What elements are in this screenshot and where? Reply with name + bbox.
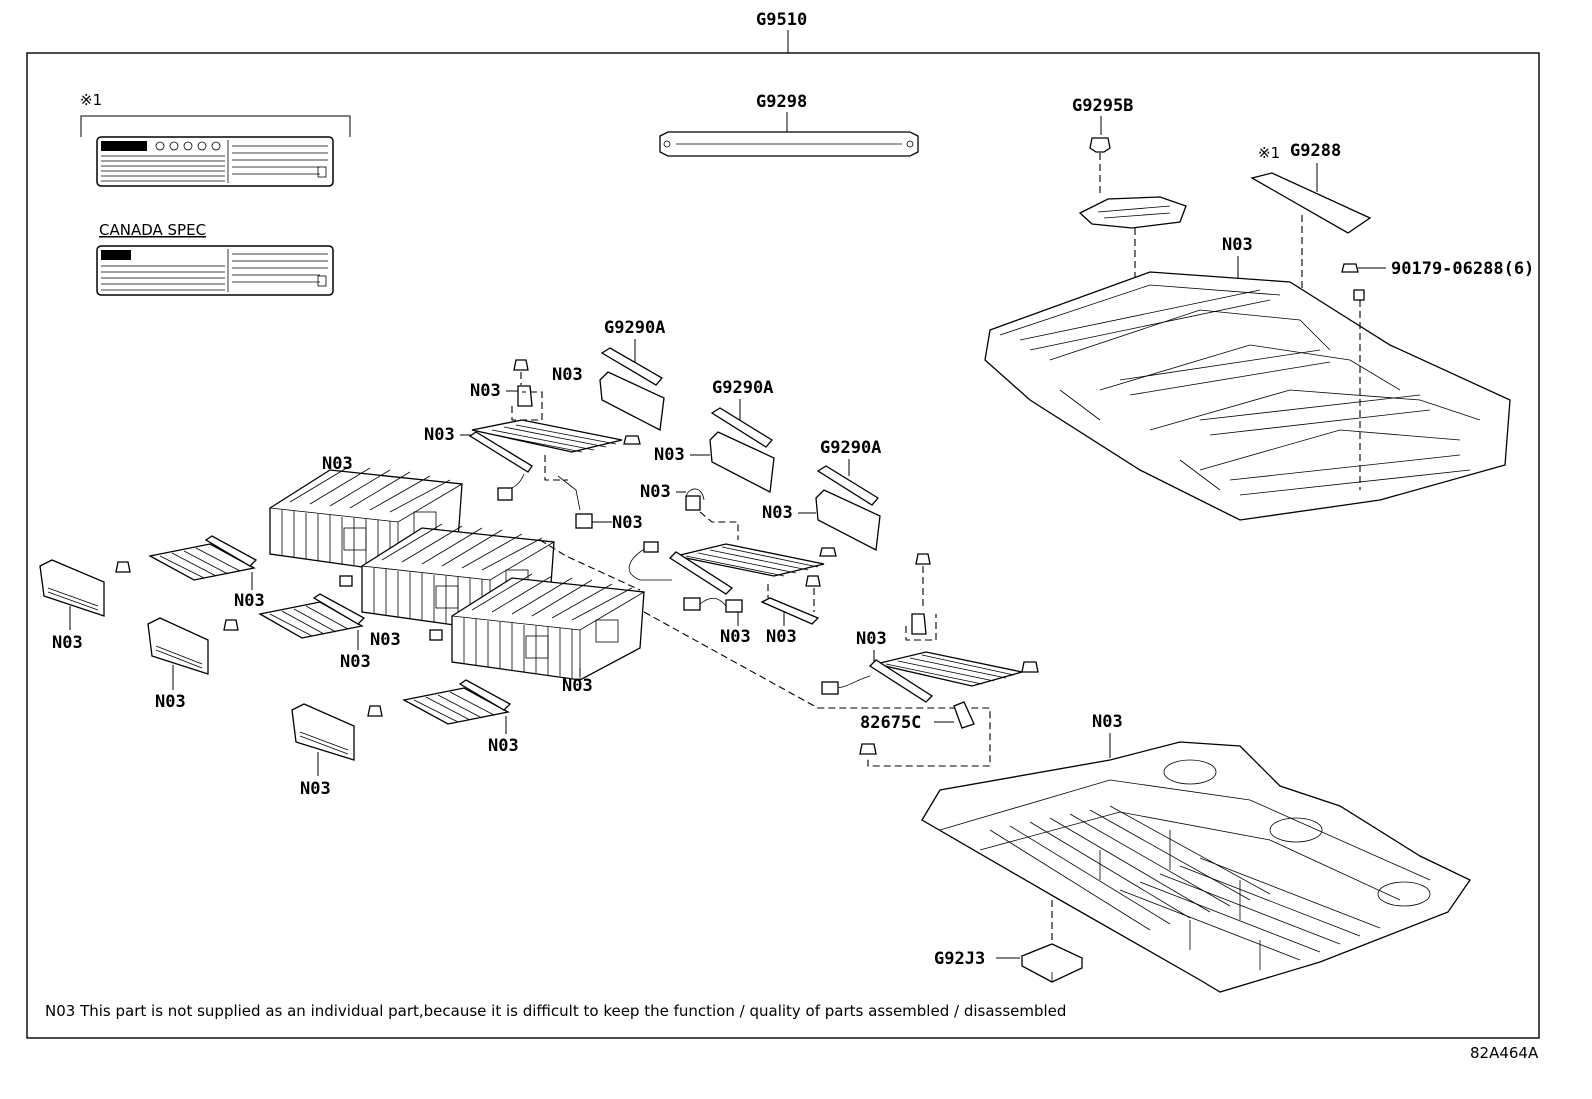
callout-n03-upper-case[interactable]: N03	[1222, 235, 1253, 255]
callout-n03-busbar-c[interactable]: N03	[488, 736, 519, 756]
battery-upper-case[interactable]	[984, 271, 1511, 521]
busbar-plate-c[interactable]	[402, 679, 512, 725]
callout-n03-wire-3[interactable]: N03	[720, 627, 751, 647]
callout-g9298[interactable]: G9298	[756, 92, 807, 112]
callout-82675c[interactable]: 82675C	[860, 713, 921, 733]
callout-bolt-90179[interactable]: 90179-06288(6)	[1391, 259, 1534, 279]
callout-g9290a-3[interactable]: G9290A	[820, 438, 881, 458]
cover-plate	[1078, 196, 1187, 229]
nut-right-1	[915, 553, 931, 565]
bracket-upper-1[interactable]	[517, 385, 533, 407]
callout-n03-bar-3[interactable]: N03	[762, 503, 793, 523]
end-plate-3[interactable]	[291, 703, 355, 761]
caution-label-standard[interactable]	[96, 136, 334, 187]
label-sheet-g9288[interactable]	[1250, 172, 1372, 234]
busbar-plate-upper[interactable]	[468, 419, 623, 473]
callout-g9288[interactable]: G9288	[1290, 141, 1341, 161]
callout-n03-busbar-b[interactable]: N03	[340, 652, 371, 672]
nut-left-1	[115, 561, 131, 573]
labels-marker: ※1	[80, 91, 102, 109]
callout-g9288-marker: ※1	[1258, 144, 1280, 162]
callout-n03-wire-4[interactable]: N03	[766, 627, 797, 647]
bracket-right[interactable]	[911, 613, 927, 635]
diagram-code: 82A464A	[1470, 1044, 1539, 1062]
nut-upper-2	[623, 435, 641, 445]
nut-right-2	[1021, 661, 1039, 673]
callout-n03-bar-1[interactable]: N03	[552, 365, 583, 385]
callout-n03-wire-2[interactable]: N03	[640, 482, 671, 502]
wire-harness-1[interactable]	[557, 475, 593, 529]
battery-module-3[interactable]	[451, 573, 645, 681]
busbar-plate-middle[interactable]	[668, 543, 825, 595]
nut-upper-1	[513, 359, 529, 371]
canada-spec-label: CANADA SPEC	[99, 221, 206, 239]
connector-upper-1	[497, 473, 525, 501]
callout-n03-module-1[interactable]: N03	[322, 454, 353, 474]
end-plate-1[interactable]	[39, 559, 105, 617]
callout-n03-bar-2[interactable]: N03	[654, 445, 685, 465]
busbar-plate-right[interactable]	[868, 651, 1023, 703]
footnote: N03 This part is not supplied as an indi…	[45, 1002, 1066, 1020]
wire-harness-2[interactable]	[685, 488, 705, 511]
callout-n03-wire-1[interactable]: N03	[612, 513, 643, 533]
sensor-bar-g9290a-3[interactable]	[815, 465, 881, 552]
callout-g9290a-2[interactable]: G9290A	[712, 378, 773, 398]
busbar-plate-a[interactable]	[148, 535, 258, 581]
caution-label-canada[interactable]	[96, 245, 334, 296]
diagram-frame	[26, 52, 1540, 1039]
callout-n03-module-3[interactable]: N03	[562, 676, 593, 696]
sensor-bar-g9290a-2[interactable]	[709, 407, 775, 494]
nut-left-3	[367, 705, 383, 717]
callout-n03-lower-tray[interactable]: N03	[1092, 712, 1123, 732]
cross-brace-g9298[interactable]	[659, 131, 919, 157]
wire-harness-3[interactable]	[628, 541, 743, 613]
callout-n03-end-plate-2[interactable]: N03	[155, 692, 186, 712]
sensor-bar-g9290a-1[interactable]	[599, 347, 665, 432]
callout-n03-bracket-1[interactable]: N03	[470, 381, 501, 401]
caution-labels-group: ※1 CANADA SPEC	[80, 91, 351, 296]
busbar-plate-b[interactable]	[258, 593, 366, 639]
callout-n03-module-2[interactable]: N03	[370, 630, 401, 650]
nut-left-2	[223, 619, 239, 631]
assembly-label[interactable]: G9510	[756, 10, 807, 30]
callout-n03-end-plate-3[interactable]: N03	[300, 779, 331, 799]
callout-n03-busbar-a[interactable]: N03	[234, 591, 265, 611]
end-plate-2[interactable]	[147, 617, 209, 675]
nut-middle	[819, 547, 837, 557]
wire-harness-right[interactable]	[821, 675, 871, 695]
nut-right-3	[859, 743, 877, 755]
callout-n03-busbar-right[interactable]: N03	[856, 629, 887, 649]
pad-g92j3[interactable]	[1020, 943, 1084, 983]
callout-g9290a-1[interactable]: G9290A	[604, 318, 665, 338]
callout-g9295b[interactable]: G9295B	[1072, 96, 1133, 116]
callout-n03-busbar-1[interactable]: N03	[424, 425, 455, 445]
strap-middle[interactable]	[760, 597, 820, 625]
terminal-82675c[interactable]	[953, 701, 975, 729]
bolt-90179[interactable]	[1341, 263, 1386, 301]
callout-n03-end-plate-1[interactable]: N03	[52, 633, 83, 653]
battery-lower-tray[interactable]	[921, 741, 1471, 993]
callout-g92j3[interactable]: G92J3	[934, 949, 985, 969]
clip-g9295b[interactable]	[1089, 137, 1111, 153]
nut-middle-2	[805, 575, 821, 587]
